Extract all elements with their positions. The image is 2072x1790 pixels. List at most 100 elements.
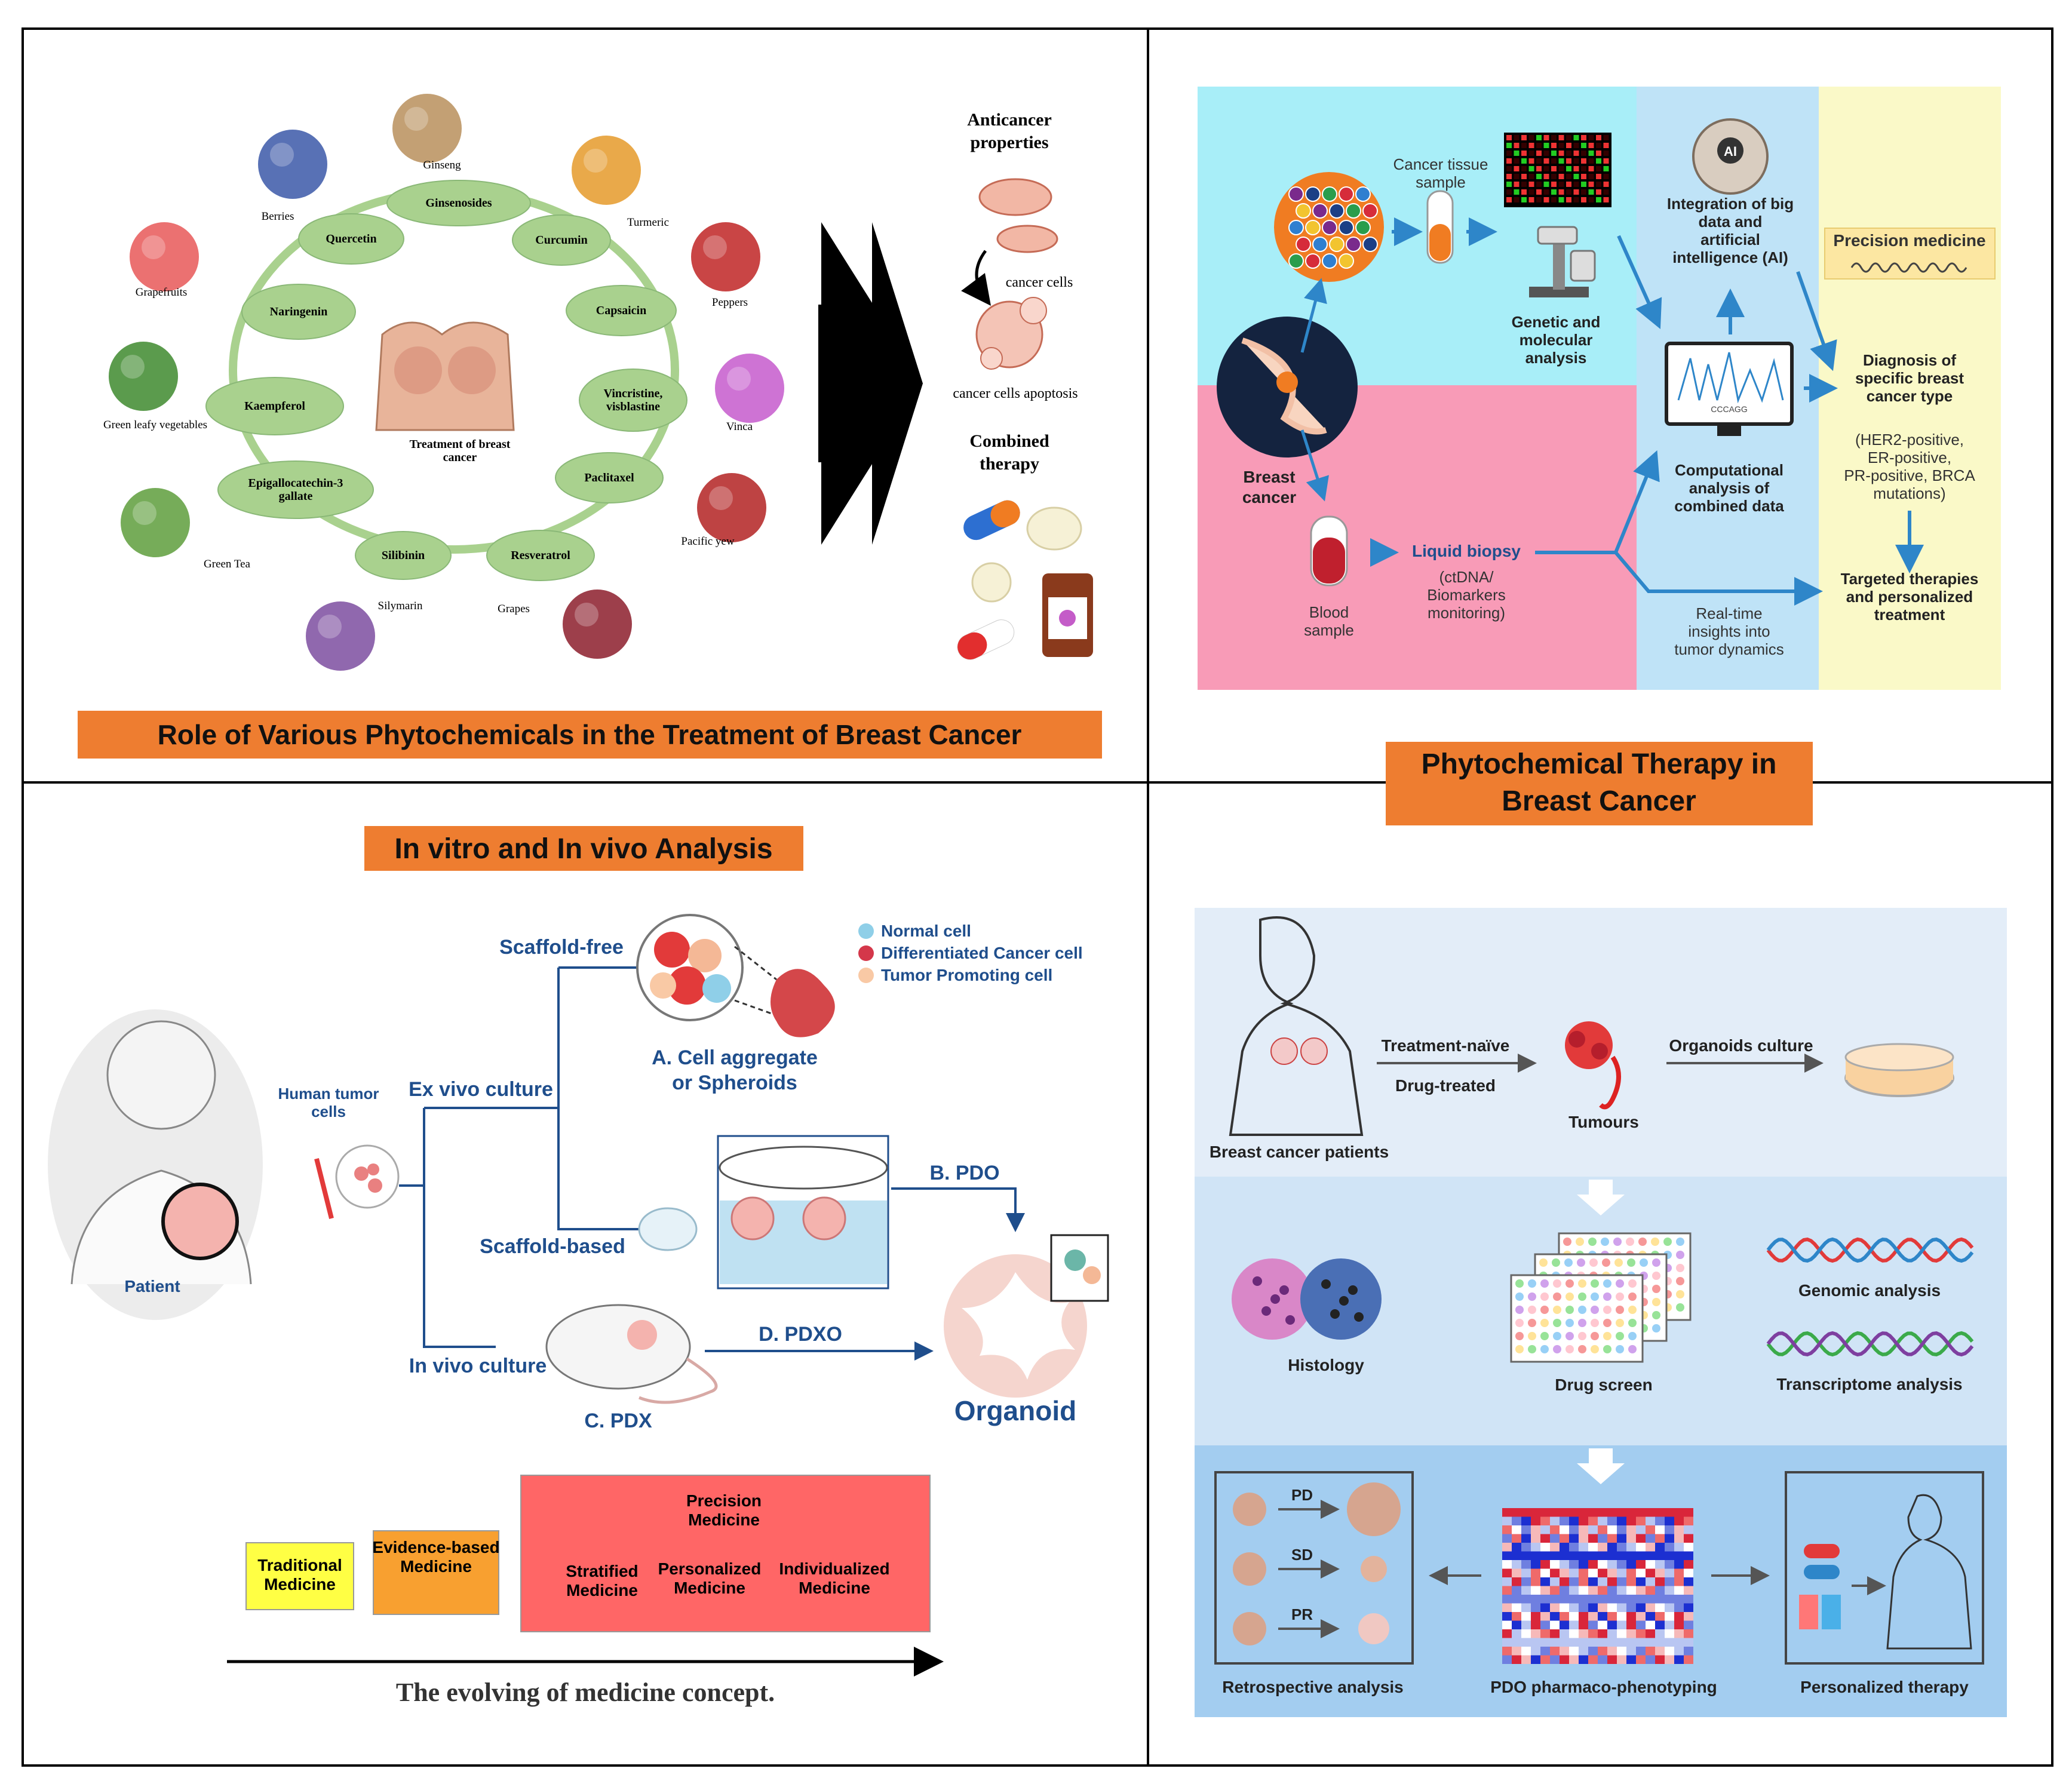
compound-label: Capsaicin [596,304,646,317]
heatmap-cell [1598,1629,1607,1638]
heatmap-cell [1646,1638,1655,1647]
heatmap-cell [1646,1543,1655,1552]
heatmap-cell [1521,1647,1531,1656]
heatmap-cell [1569,1560,1579,1569]
heatmap-cell [1569,1568,1579,1577]
big-arrow [821,222,923,545]
heatmap-cell [1531,1603,1540,1612]
heatmap-cell [1617,1595,1626,1604]
heatmap-cell [1588,1534,1598,1543]
heatmap-cell [1646,1620,1655,1629]
heatmap-cell [1684,1543,1693,1552]
heatmap-cell [1646,1534,1655,1543]
heatmap-cell [1626,1577,1636,1586]
heatmap-cell [1521,1543,1531,1552]
heatmap-cell [1665,1568,1674,1577]
heatmap-cell [1626,1620,1636,1629]
cancer-cells-icon [978,178,1058,253]
heatmap-cell [1502,1516,1512,1525]
retrospective-box [1214,1471,1414,1665]
heatmap-cell [1617,1586,1626,1595]
heatmap-cell [1512,1647,1521,1656]
heatmap-cell [1512,1620,1521,1629]
scaffold-free-label: Scaffold-free [499,936,624,959]
heatmap-cell [1674,1620,1684,1629]
heatmap-cell [1531,1525,1540,1534]
heatmap-cell [1531,1534,1540,1543]
patient-label: Patient [124,1277,180,1295]
heatmap-cell [1684,1534,1693,1543]
heatmap-cell [1674,1525,1684,1534]
down-arrow-2 [1577,1448,1625,1484]
heatmap-cell [1626,1516,1636,1525]
heatmap-cell [1626,1629,1636,1638]
heatmap-cell [1684,1603,1693,1612]
heatmap-cell [1626,1655,1636,1664]
heatmap-cell [1521,1568,1531,1577]
apoptosis-label: cancer cells apoptosis [953,386,1078,401]
heatmap-cell [1607,1543,1617,1552]
source-label: Berries [262,210,294,223]
heatmap-cell [1665,1638,1674,1647]
heatmap-cell [1550,1655,1560,1664]
heatmap-cell [1521,1560,1531,1569]
bl-title-banner [364,826,803,871]
heatmap-cell [1550,1603,1560,1612]
retrospective-label: Retrospective analysis [1222,1678,1404,1696]
heatmap-cell [1579,1595,1588,1604]
breast-illustration [375,321,515,431]
tumours-label: Tumours [1568,1113,1639,1131]
heatmap-cell [1550,1534,1560,1543]
heatmap-cell [1636,1534,1646,1543]
heatmap-cell [1512,1543,1521,1552]
source-label: Ginseng [423,159,461,171]
traditional-medicine-box [245,1542,354,1610]
down-arrow-1 [1577,1180,1625,1215]
source-image-icon [572,136,641,205]
heatmap-cell [1588,1568,1598,1577]
heatmap-cell [1560,1647,1569,1656]
heatmap-cell [1598,1612,1607,1621]
heatmap-cell [1607,1595,1617,1604]
heatmap-cell [1550,1577,1560,1586]
heatmap-cell [1579,1543,1588,1552]
heatmap-cell [1579,1525,1588,1534]
compound-node [566,285,677,336]
heatmap-cell [1646,1577,1655,1586]
heatmap-cell [1617,1568,1626,1577]
heatmap-cell [1665,1647,1674,1656]
heatmap-cell [1531,1612,1540,1621]
source-label: Green Tea [204,558,251,570]
heatmap-cell [1655,1612,1665,1621]
heatmap-cell [1598,1655,1607,1664]
heatmap-cell [1598,1516,1607,1525]
heatmap-cell [1626,1525,1636,1534]
compound-node [555,452,664,503]
heatmap-cell [1617,1516,1626,1525]
heatmap-cell [1579,1603,1588,1612]
heatmap-cell [1646,1647,1655,1656]
heatmap-cell [1655,1568,1665,1577]
heatmap-cell [1512,1508,1521,1517]
legend-label: Tumor Promoting cell [881,966,1052,984]
legend-swatch [858,945,874,961]
heatmap-cell [1569,1603,1579,1612]
heatmap-cell [1626,1638,1636,1647]
heatmap-cell [1512,1603,1521,1612]
heatmap-cell [1626,1603,1636,1612]
heatmap-cell [1636,1603,1646,1612]
drug-treated-label: Drug-treated [1395,1076,1496,1095]
heatmap-cell [1665,1516,1674,1525]
heatmap-cell [1560,1543,1569,1552]
heatmap-cell [1674,1516,1684,1525]
heatmap-cell [1521,1638,1531,1647]
heatmap-cell [1655,1534,1665,1543]
compound-node [355,531,452,580]
heatmap-cell [1655,1638,1665,1647]
heatmap-cell [1646,1568,1655,1577]
heatmap-cell [1569,1638,1579,1647]
compound-node [241,284,356,340]
